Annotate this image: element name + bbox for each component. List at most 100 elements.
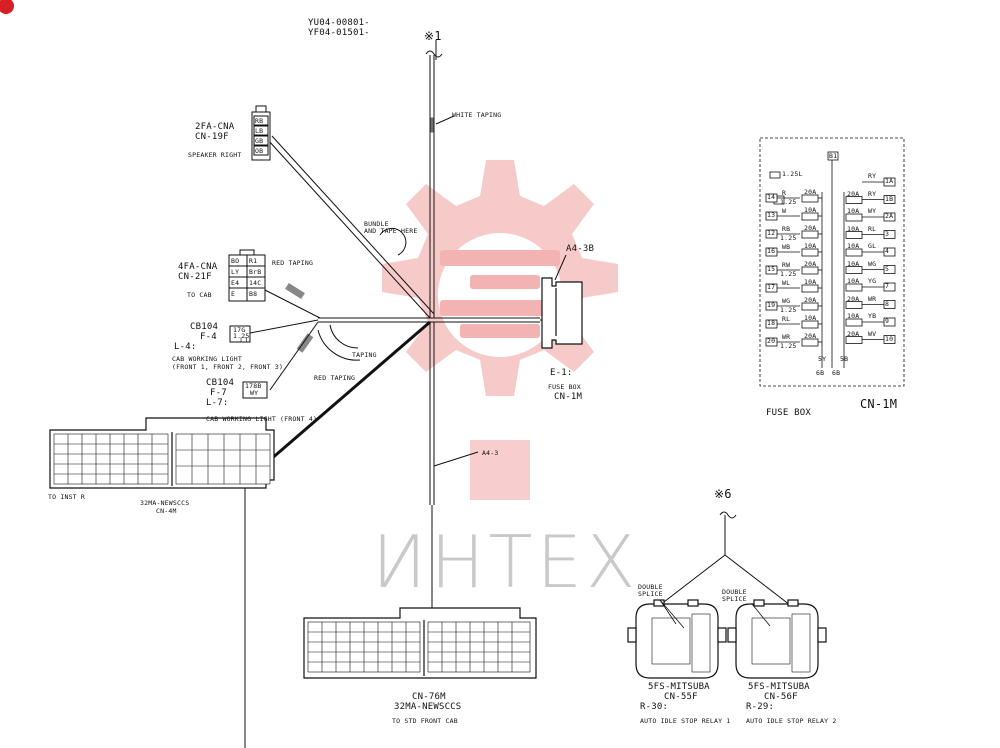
fuse-left-pin-label: 15 bbox=[767, 265, 776, 273]
connector-f4-shape bbox=[229, 325, 251, 343]
cn76m-id: 32MA-NEWSCCS bbox=[394, 702, 462, 712]
fuse-left-gauge-label: 1.25 bbox=[780, 270, 797, 278]
fuse-right-pin-label: 1A bbox=[885, 177, 894, 185]
wire-a43b-label: A4-3B bbox=[566, 244, 595, 254]
fuse-right-pin-label: 5 bbox=[885, 264, 890, 273]
cn55f-ref: R-30: bbox=[640, 702, 669, 712]
fuse-left-wire-label: RB bbox=[782, 225, 791, 233]
cn56f-name: 5FS-MITSUBA bbox=[748, 682, 810, 692]
connector-cn76m-shape bbox=[303, 607, 537, 679]
fuse-left-wire-label: WG bbox=[782, 297, 791, 305]
fuse-left-pin-label: 14 bbox=[767, 193, 776, 201]
fuse-right-wire-label: WR bbox=[868, 294, 877, 303]
cn21f-pin-7: E bbox=[231, 290, 236, 298]
cab-light-front4-label: CAB WORKING LIGHT (FRONT 4) bbox=[206, 415, 318, 423]
fuse-left-gauge-label: 1.25 bbox=[780, 306, 797, 314]
fuse-left-gauge-label: 1.25 bbox=[780, 234, 797, 242]
fusebox-connector-shape bbox=[541, 277, 583, 349]
fuse-left-fuse bbox=[801, 320, 819, 329]
fuse-left-amp-label: 10A bbox=[804, 206, 817, 214]
fusebox-caption: FUSE BOX bbox=[766, 408, 811, 418]
cn55f-name: 5FS-MITSUBA bbox=[648, 682, 710, 692]
fuse-right-wire-label: RY bbox=[868, 189, 877, 198]
cn19f-pin-1: RB bbox=[255, 117, 264, 125]
fuse-left-amp-label: 20A bbox=[804, 224, 817, 232]
fuse-left-pin-label: 17 bbox=[767, 283, 776, 291]
ref-mark-1: ※1 bbox=[424, 29, 442, 43]
f4-pin-2: 1.25 bbox=[233, 332, 250, 340]
fusebox-e1: E-1: bbox=[550, 368, 573, 378]
cn21f-pin-8: B8 bbox=[249, 290, 258, 298]
fuse-left-wire-label: RL bbox=[782, 315, 791, 323]
fusebox-id: CN-1M bbox=[860, 397, 898, 411]
fuse-left-amp-label: 10A bbox=[804, 314, 817, 322]
fuse-right-fuse bbox=[845, 266, 863, 274]
white-taping-label: WHITE TAPING bbox=[452, 111, 502, 119]
cn19f-pin-2: LB bbox=[255, 127, 264, 135]
cn21f-pin-5: E4 bbox=[231, 279, 240, 287]
red-taping-label-1: RED TAPING bbox=[272, 259, 314, 267]
splice-double-2: DOUBLE bbox=[722, 588, 747, 596]
f7-ref: L-7: bbox=[206, 398, 229, 408]
fuse-left-pin-label: 18 bbox=[767, 319, 776, 327]
header-code-1: YU04-00801- bbox=[308, 18, 370, 28]
fuse-right-pin-label: 8 bbox=[885, 299, 890, 308]
fusebox-bottom-2: 5B bbox=[840, 355, 849, 363]
f4-pin-3: L1 bbox=[240, 336, 249, 344]
harness-lines bbox=[244, 40, 791, 748]
cn21f-id: CN-21F bbox=[178, 272, 212, 282]
connector-cn21f-shape bbox=[228, 249, 266, 302]
f7-pin-1: 178B bbox=[245, 382, 262, 390]
taping-label: TAPING bbox=[352, 351, 377, 359]
fuse-right-wire-label: RY bbox=[868, 172, 877, 180]
cn21f-pin-3: LY bbox=[231, 268, 240, 276]
f4-pin-1: 17G bbox=[233, 326, 246, 334]
fuse-left-pin-label: 20 bbox=[767, 337, 776, 345]
header-code-2: YF04-01501- bbox=[308, 28, 370, 38]
cn21f-name: 4FA-CNA bbox=[178, 262, 218, 272]
fuse-left-amp-label: 20A bbox=[804, 188, 817, 196]
fuse-right-wire-label: YB bbox=[868, 312, 877, 320]
fuse-left-pin-label: 19 bbox=[767, 301, 776, 309]
fuse-left-amp-label: 20A bbox=[804, 260, 817, 268]
fuse-right-wire-label: WG bbox=[868, 259, 877, 268]
fuse-right-amp-label: 10A bbox=[847, 224, 860, 233]
fuse-left-pin-label: 16 bbox=[767, 247, 776, 255]
fuse-right-amp-label: 10A bbox=[847, 259, 860, 268]
fuse-right-fuse bbox=[845, 196, 863, 204]
fuse-right-pin-label: 4 bbox=[885, 247, 890, 255]
cn19f-desc: SPEAKER RIGHT bbox=[188, 151, 242, 159]
fuse-right-amp-label: 20A bbox=[847, 329, 860, 338]
fuse-left-fuse bbox=[801, 194, 819, 203]
connector-cn56f-shape bbox=[727, 599, 827, 679]
cn21f-pin-4: BrB bbox=[249, 268, 262, 276]
red-taping-label-2: RED TAPING bbox=[314, 374, 356, 382]
connector-cn4m-shape bbox=[49, 417, 275, 489]
fuse-right-pin-label: 1B bbox=[885, 194, 894, 203]
cn19f-pin-3: GB bbox=[255, 137, 264, 145]
fuse-left-fuse bbox=[801, 338, 819, 347]
cn19f-name: 2FA-CNA bbox=[195, 122, 235, 132]
cn56f-ref: R-29: bbox=[746, 702, 775, 712]
f7-id: F-7 bbox=[210, 388, 227, 398]
fuse-left-wire-label: WR bbox=[782, 333, 791, 341]
fuse-right-fuse bbox=[845, 318, 863, 327]
fuse-left-fuse bbox=[801, 266, 819, 275]
f4-id: F-4 bbox=[200, 332, 217, 342]
fuse-left-gauge-label: 1.25 bbox=[780, 342, 797, 350]
cn4m-id: CN-4M bbox=[156, 507, 177, 515]
cn19f-pin-4: OB bbox=[255, 147, 264, 155]
corner-logo-icon bbox=[0, 0, 14, 14]
fuse-right-fuse bbox=[845, 231, 863, 239]
fuse-left-fuse bbox=[801, 284, 819, 293]
fuse-right-wire-label: RL bbox=[868, 224, 877, 233]
splice-splice-1: SPLICE bbox=[638, 590, 663, 598]
gear-inner-symbol-icon bbox=[440, 250, 560, 338]
cn56f-desc: AUTO IDLE STOP RELAY 2 bbox=[746, 717, 837, 725]
cn21f-pin-2: R1 bbox=[249, 257, 258, 265]
fuse-right-wire-label: WV bbox=[868, 329, 877, 338]
fuse-left-wire-label: WB bbox=[782, 243, 791, 251]
fuse-right-pin-label: 3 bbox=[885, 229, 890, 238]
fuse-left-fuse bbox=[801, 212, 819, 221]
